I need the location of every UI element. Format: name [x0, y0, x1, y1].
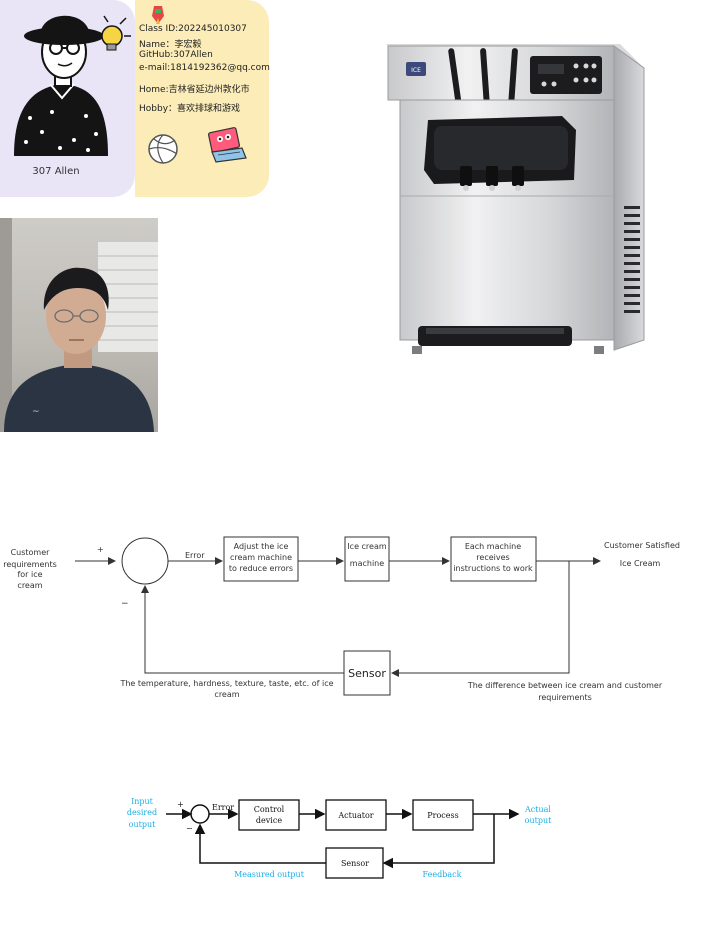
name-text: Name：李宏毅 — [139, 40, 202, 50]
feedback-right-label: The difference between ice cream and cus… — [467, 681, 663, 702]
rocket-icon — [152, 6, 164, 24]
portrait-photo: ~ — [0, 218, 158, 432]
email-text: e-mail:1814192362@qq.com — [139, 63, 270, 73]
svg-text:Input: Input — [131, 797, 154, 806]
class-id-text: Class ID:202245010307 — [139, 24, 247, 34]
each-block-line3: instructions to work — [453, 564, 533, 573]
svg-text:requirements: requirements — [538, 693, 592, 702]
controller-block — [238, 799, 300, 831]
generic-control-diagram: Input desired output + − Error Control d… — [127, 797, 552, 879]
actuator-block — [325, 799, 387, 831]
sensor-label: Sensor — [348, 667, 386, 680]
svg-text:~: ~ — [32, 407, 40, 417]
hobby-text: Hobby：喜欢排球和游戏 — [139, 104, 241, 114]
adjust-block-line2: cream machine — [230, 553, 292, 562]
svg-text:for ice: for ice — [17, 570, 42, 579]
process-block — [412, 799, 474, 831]
feedback-arrow-2 — [382, 814, 495, 869]
error-label-2: Error — [212, 803, 234, 812]
sensor-block — [343, 650, 391, 696]
adjust-block-line3: to reduce errors — [229, 564, 293, 573]
avatar-illustration — [14, 15, 131, 156]
process-label: Process — [427, 811, 458, 820]
each-block-line1: Each machine — [465, 542, 521, 551]
svg-text:Customer Satisfied: Customer Satisfied — [604, 541, 680, 550]
plus-sign-2: + — [177, 800, 184, 809]
svg-text:The difference between ice cre: The difference between ice cream and cus… — [467, 681, 663, 690]
minus-sign: − — [121, 599, 129, 609]
svg-text:output: output — [525, 816, 552, 825]
actual-output-label: Actual output — [524, 805, 552, 825]
svg-text:The temperature, hardness, tex: The temperature, hardness, texture, tast… — [119, 679, 333, 688]
home-text: Home:吉林省延边州敦化市 — [139, 85, 250, 95]
customer-requirements-label: Customer requirements for ice cream — [3, 548, 57, 590]
volleyball-icon — [148, 134, 178, 164]
feedback-arrow-to-sensor — [391, 561, 570, 677]
svg-text:Actual: Actual — [524, 805, 551, 814]
svg-text:output: output — [129, 820, 156, 829]
svg-text:desired: desired — [127, 808, 157, 817]
each-machine-block — [450, 536, 537, 582]
error-label: Error — [185, 551, 205, 560]
svg-text:cream: cream — [214, 690, 239, 699]
adjust-machine-block — [223, 536, 299, 582]
svg-text:cream: cream — [17, 581, 42, 590]
customer-satisfied-label: Customer Satisfied Ice Cream — [604, 541, 680, 568]
ice-cream-control-diagram: Customer requirements for ice cream + − … — [3, 536, 680, 702]
input-desired-output-label: Input desired output — [127, 797, 157, 829]
svg-text:Customer: Customer — [11, 548, 51, 557]
measured-output-arrow — [194, 823, 326, 864]
measured-output-label: Measured output — [234, 870, 305, 879]
svg-text:requirements: requirements — [3, 560, 57, 569]
machine-badge-label: ICE — [411, 67, 421, 74]
machine-block-line1: Ice cream — [347, 542, 387, 551]
feedback-label-2: Feedback — [423, 870, 462, 879]
actuator-label: Actuator — [337, 811, 373, 820]
summing-junction — [121, 537, 169, 585]
adjust-block-line1: Adjust the ice — [234, 542, 289, 551]
sensor-block-2 — [325, 847, 384, 879]
laptop-game-icon — [207, 127, 247, 163]
sensor-label-2: Sensor — [341, 859, 369, 868]
profile-info-panel — [135, 0, 269, 197]
feedback-left-label: The temperature, hardness, texture, tast… — [119, 679, 333, 699]
machine-block-line2: machine — [350, 559, 384, 568]
each-block-line2: receives — [476, 553, 509, 562]
plus-sign: + — [97, 545, 104, 554]
ice-cream-machine-block — [344, 536, 390, 582]
controller-line1: Control — [254, 805, 285, 814]
controller-line2: device — [256, 816, 282, 825]
summing-junction-2 — [190, 804, 210, 824]
feedback-arrow-to-junction — [141, 585, 344, 674]
svg-text:Ice Cream: Ice Cream — [620, 559, 661, 568]
minus-sign-2: − — [186, 824, 193, 833]
github-text: GitHub:307Allen — [139, 50, 213, 60]
ice-cream-machine-image: ICE — [386, 44, 645, 354]
avatar-name: 307 Allen — [32, 166, 80, 177]
